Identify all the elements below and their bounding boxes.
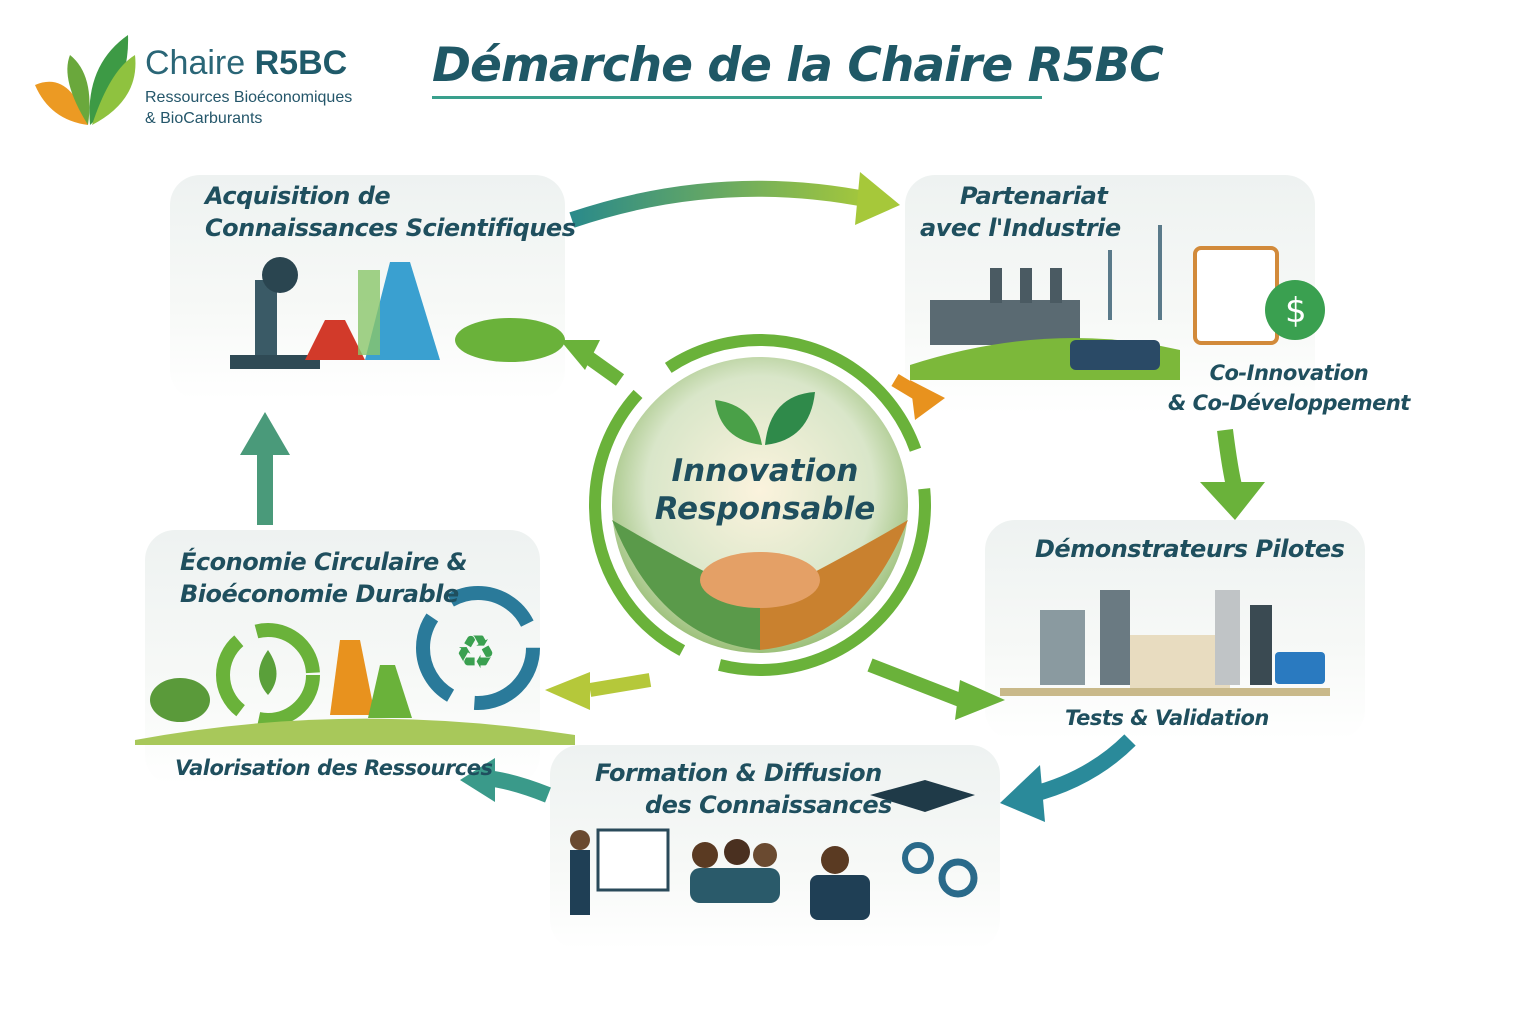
formation-label: Formation & Diffusion des Connaissances <box>595 757 892 821</box>
training-icon <box>570 780 978 920</box>
label-line: Co-Innovation <box>1209 361 1369 385</box>
valorisation-label: Valorisation des Ressources <box>175 756 493 780</box>
gear-icon <box>938 858 978 898</box>
gear-icon <box>902 842 934 874</box>
tests-label: Tests & Validation <box>1065 706 1269 730</box>
logo-subtitle: Ressources Bioéconomiques & BioCarburants <box>145 87 352 129</box>
label-line: Connaissances Scientifiques <box>205 214 576 242</box>
coinnovation-label: Co-Innovation & Co-Développement <box>1168 358 1410 418</box>
logo-name: Chaire R5BC <box>145 44 347 83</box>
recycle-symbol-icon: ♻ <box>455 625 496 679</box>
logo-name-regular: Chaire <box>145 44 246 82</box>
lab-equipment-icon <box>230 257 565 369</box>
graduation-cap-icon <box>870 780 975 812</box>
label-line: des Connaissances <box>645 791 892 819</box>
industry-icon: $ <box>910 225 1325 380</box>
logo-leaves-icon <box>35 35 136 125</box>
economie-label: Économie Circulaire & Bioéconomie Durable <box>180 546 468 610</box>
label-line: & Co-Développement <box>1168 391 1410 415</box>
acquisition-label: Acquisition de Connaissances Scientifique… <box>205 180 576 244</box>
logo-subtitle-line: Ressources Bioéconomiques <box>145 89 353 106</box>
handshake-icon <box>700 552 820 608</box>
label-line: Économie Circulaire & <box>180 548 468 576</box>
page-title: Démarche de la Chaire R5BC <box>432 38 1164 93</box>
logo-name-bold: R5BC <box>254 44 348 82</box>
label-line: Bioéconomie Durable <box>180 580 459 608</box>
partenariat-label: Partenariat avec l'Industrie <box>920 180 1121 244</box>
recycling-icon: ♻ <box>135 586 575 745</box>
label-line: Formation & Diffusion <box>595 759 882 787</box>
logo-subtitle-line: & BioCarburants <box>145 110 263 127</box>
label-line: Partenariat <box>960 182 1108 210</box>
title-underline <box>432 96 1042 99</box>
pilot-plant-icon <box>1000 590 1330 696</box>
arrow-head <box>855 172 900 225</box>
label-line: Acquisition de <box>205 182 391 210</box>
dollar-icon: $ <box>1285 291 1307 331</box>
center-label-line: Responsable <box>654 491 876 527</box>
label-line: avec l'Industrie <box>920 214 1121 242</box>
demonstrateurs-label: Démonstrateurs Pilotes <box>1035 535 1345 563</box>
center-label-line: Innovation <box>671 453 859 489</box>
center-leaves-icon <box>715 392 815 445</box>
